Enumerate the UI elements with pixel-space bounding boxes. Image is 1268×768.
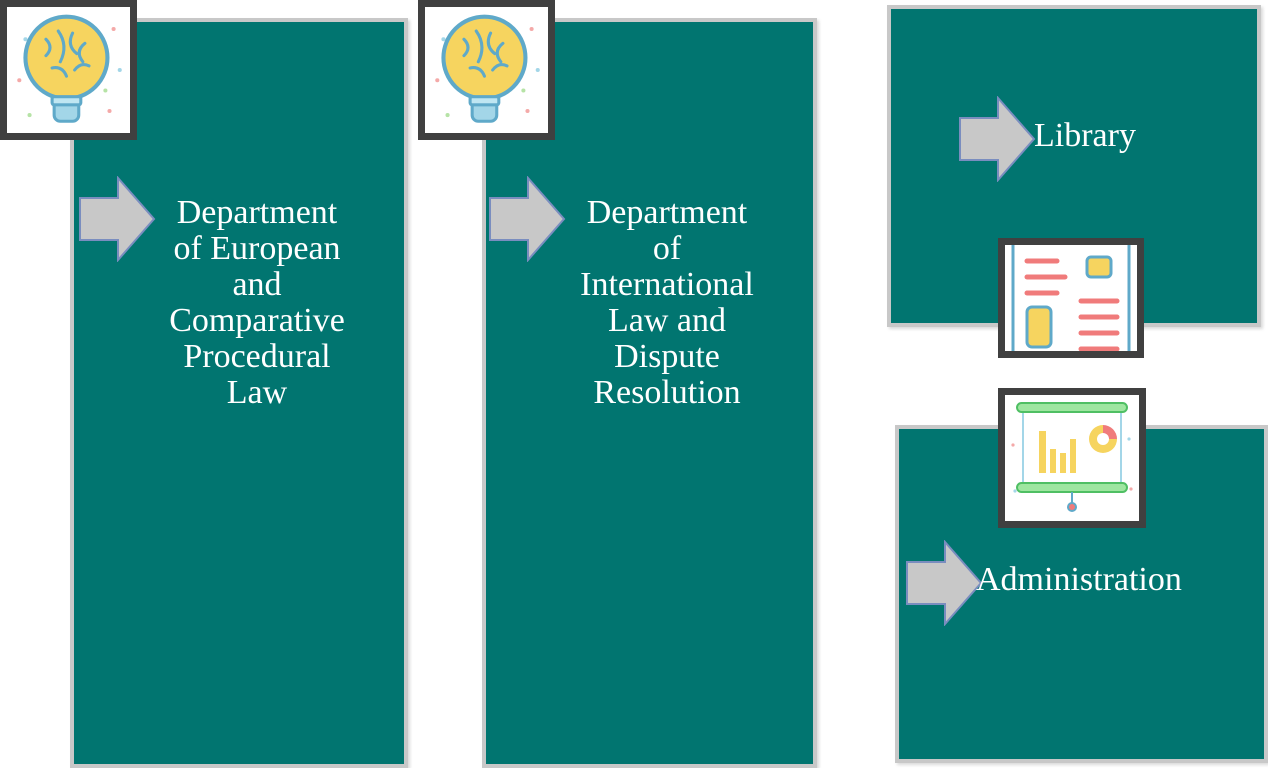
panel-label-european-comparative: Department of European and Comparative P… xyxy=(169,194,345,411)
presentation-chart-icon xyxy=(998,388,1146,528)
document-layout-icon xyxy=(998,238,1144,358)
panel-label-international-law: Department of International Law and Disp… xyxy=(580,194,754,411)
panel-european-comparative-procedural-law xyxy=(70,18,408,768)
arrow-right-icon xyxy=(959,96,1036,182)
lightbulb-brain-icon xyxy=(418,0,555,140)
panel-label-library: Library xyxy=(1034,117,1136,154)
panel-label-administration: Administration xyxy=(976,561,1182,598)
arrow-right-icon xyxy=(906,540,983,626)
arrow-right-icon xyxy=(79,176,156,262)
panel-international-law-dispute-resolution xyxy=(482,18,817,768)
lightbulb-brain-icon xyxy=(0,0,137,140)
arrow-right-icon xyxy=(489,176,566,262)
